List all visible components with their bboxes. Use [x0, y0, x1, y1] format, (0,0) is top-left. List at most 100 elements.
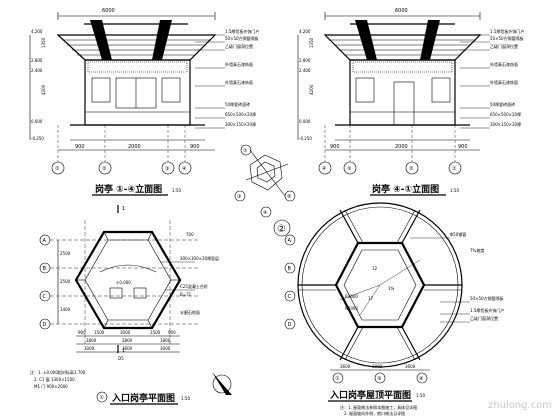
- elev-right-dim-a: 900: [330, 144, 340, 150]
- elev-right-door: [393, 81, 415, 126]
- floor-plan: 1 1 A B C D 2500 2500 1400 700: [30, 205, 232, 405]
- plan-chair-b: [133, 287, 147, 299]
- roof-callout-2: 12: [372, 266, 378, 271]
- plan-callout-4: 水磨石地面: [180, 309, 200, 315]
- elev-left-level-2: 2.800: [31, 58, 43, 63]
- watermark: zhulong.com: [488, 400, 552, 411]
- plan-title-bubble: ①: [100, 395, 105, 401]
- roof-axis-B: B: [288, 266, 292, 272]
- plan-dim-left-3: 1400: [60, 307, 71, 312]
- elev-left-callouts: 1.5厚铝板外饰门户 50×50方钢管隔板 乙级门窗洞位置 外墙真石漆饰面 外墙…: [195, 28, 259, 129]
- key-symbol: ②: [277, 224, 286, 235]
- elev-left-bubble-2: ②: [102, 166, 107, 172]
- elev-left-overall-dim: 6000: [102, 8, 115, 14]
- elev-right-window-a: [355, 77, 375, 103]
- elev-left-dim-b: 2000: [128, 144, 141, 150]
- elev-right-callout-4: 外墙真石漆饰面: [490, 61, 518, 67]
- elev-right-height-b: 4200: [309, 84, 314, 95]
- elev-right-level-1: 4.200: [299, 29, 311, 34]
- elev-left-bubble-1: ①: [55, 166, 60, 172]
- elev-right-height-a: 1350: [309, 37, 314, 48]
- elev-right-callout-8: 300×150×20厚: [490, 122, 521, 127]
- plan-dim-b1-5: 900: [168, 330, 176, 335]
- key-bubble-1: ①: [243, 148, 248, 154]
- roof-callout-5: R2600: [345, 294, 358, 299]
- plan-note-1: 注：1. ±0.000相对标高1.700: [30, 369, 86, 375]
- plan-title: 入口岗亭平面图: [111, 392, 175, 404]
- rear-elevation-scale: 1:50: [450, 188, 459, 193]
- rear-elevation: 6000 ④ ③ ② ① 900 2000 900 4.200 2.800: [297, 8, 524, 196]
- elev-left-callout-5: 外墙真石漆饰面: [225, 79, 253, 85]
- plan-axis-A: A: [43, 238, 47, 244]
- elev-right-roof: [323, 34, 482, 61]
- elev-right-dim-b: 2000: [395, 144, 408, 150]
- plan-scale: 1:50: [181, 396, 190, 401]
- key-bubble-4: ④: [263, 210, 268, 216]
- elev-right-dim-c: 900: [458, 144, 468, 150]
- plan-dim-b2-3: 1800: [160, 338, 171, 343]
- plan-dim-b3-3: 3000: [160, 346, 171, 351]
- roof-callout-10: 乙级门窗洞位置: [470, 315, 498, 321]
- key-bubble-5: ⑤: [287, 194, 291, 200]
- roof-note-1: 注：1. 屋面做法参照本图施工，具体见详图: [340, 404, 417, 410]
- elev-left-height-b: 4200: [41, 84, 46, 95]
- plan-counter: [99, 264, 157, 273]
- plan-bottom-label: D5: [118, 356, 124, 361]
- elev-left-level-1: 4.200: [31, 29, 43, 34]
- front-elevation: 6000 ① ② ③ ④ 900 2000 900: [29, 8, 259, 196]
- roof-plan-title: 入口岗亭屋顶平面图: [329, 389, 411, 401]
- roof-hex-inner: [343, 249, 417, 321]
- plan-dim-right: 700: [186, 232, 194, 237]
- elev-left-callout-7: 650×500×20厚: [225, 112, 256, 117]
- elev-right-window-b: [431, 77, 451, 103]
- plan-dim-left-2: 2500: [60, 279, 71, 284]
- roof-callout-4: 1%: [388, 286, 395, 291]
- elev-left-callout-1: 1.5厚铝板外饰门户: [225, 28, 259, 34]
- plan-dim-b2-1: 1800: [86, 338, 97, 343]
- elev-left-column-a: [90, 20, 112, 60]
- elev-right-callout-6: 50厚瓷砖面砖: [490, 101, 515, 107]
- elev-left-callout-2: 50×50方钢管隔板: [225, 35, 259, 41]
- elev-right-column-a: [355, 20, 377, 60]
- roof-dim-3: 3600: [405, 364, 416, 369]
- elev-right-callout-7: 650×500×20厚: [490, 112, 521, 117]
- elev-right-column-b: [420, 20, 440, 60]
- elev-left-roof: [56, 34, 217, 61]
- plan-section-mark-top: 1: [122, 206, 125, 212]
- elev-right-level-4: 0.000: [299, 119, 311, 124]
- elev-right-callout-2: 50×50方钢管隔板: [490, 35, 524, 41]
- roof-dim-1: 3600: [340, 364, 351, 369]
- plan-axis-D: D: [43, 322, 47, 328]
- roof-callout-6: R3000: [345, 306, 358, 311]
- elev-right-callout-5: 外墙真石漆饰面: [490, 79, 518, 85]
- plan-dim-b1-2: 1500: [94, 330, 105, 335]
- roof-callout-8: 50×50方钢管隔板: [470, 295, 504, 301]
- elev-right-level-5: -0.250: [299, 136, 312, 141]
- elev-left-dim-c: 900: [190, 144, 200, 150]
- north-arrow-icon: [212, 372, 232, 395]
- plan-note-2: 2. C1 窗 1300×1500: [34, 376, 75, 382]
- plan-dim-b1-4: 1500: [150, 330, 161, 335]
- elev-right-bubble-2: ②: [409, 166, 414, 172]
- elev-right-body: [349, 59, 456, 126]
- rear-elevation-title: 岗亭 ④-①立面图: [372, 183, 439, 195]
- elev-left-callout-4: 外墙真石漆饰面: [225, 61, 253, 67]
- elev-right-bubble-3: ③: [347, 166, 351, 172]
- plan-callout-1: 300×300×20厚面层: [180, 255, 219, 261]
- roof-axis-A: A: [288, 238, 292, 244]
- elev-left-callout-8: 300×150×20厚: [225, 122, 256, 127]
- elev-left-level-4: 0.000: [31, 119, 43, 124]
- plan-dim-b3-1: 3000: [84, 346, 95, 351]
- elev-right-bubble-1: ①: [452, 166, 457, 172]
- roof-axis-D: D: [288, 322, 292, 328]
- plan-section-mark-bottom: 1: [122, 348, 125, 354]
- elev-right-level-2: 2.800: [299, 58, 311, 63]
- roof-plan: A B C D Φ50钢管 12 7%坡度 1% R2600 R3000 17 …: [284, 202, 504, 416]
- plan-axis-C: C: [43, 294, 47, 300]
- elev-right-callouts: 1.5厚铝板外饰门户 50×50方钢管隔板 乙级门窗洞位置 外墙真石漆饰面 外墙…: [460, 28, 524, 129]
- elev-left-callout-3: 乙级门窗洞位置: [225, 43, 253, 49]
- roof-callout-3: 7%坡度: [470, 247, 484, 253]
- front-elevation-title: 岗亭 ①-④立面图: [95, 183, 162, 195]
- elev-right-overall-dim: 6000: [395, 8, 408, 14]
- elev-left-window-c: [161, 77, 181, 103]
